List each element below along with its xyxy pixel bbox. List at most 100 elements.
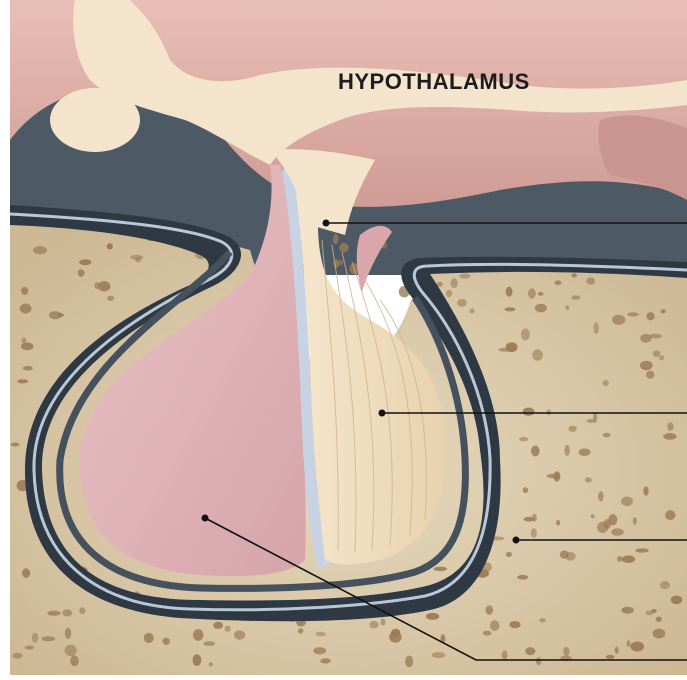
bone-pore <box>426 613 439 620</box>
bone-pore <box>506 287 513 297</box>
bone-pore <box>663 433 676 440</box>
optic-bulb <box>50 88 140 152</box>
bone-pore <box>594 322 599 334</box>
bone-pore <box>523 487 528 493</box>
bone-pore <box>598 491 603 501</box>
bone-pore <box>627 640 631 647</box>
bone-pore <box>564 445 569 456</box>
bone-pore <box>459 273 470 278</box>
bone-pore <box>565 552 576 561</box>
bone-pore <box>635 548 648 552</box>
bone-pore <box>585 477 592 482</box>
bone-pore <box>603 433 611 438</box>
bone-pore <box>381 619 386 626</box>
bone-pore <box>203 641 215 646</box>
bone-pore <box>162 638 170 645</box>
bone-pore <box>135 257 141 262</box>
bone-pore <box>457 299 467 307</box>
bone-pore <box>521 328 530 340</box>
bone-pore <box>446 290 452 298</box>
bone-pore <box>209 662 213 666</box>
bone-pore <box>12 653 22 659</box>
bone-pore <box>535 304 547 313</box>
bone-pore <box>591 514 595 518</box>
bone-pore <box>20 304 32 314</box>
bone-pore <box>536 657 541 665</box>
bone-pore <box>405 656 413 668</box>
bone-pore <box>646 312 654 320</box>
bone-pore <box>525 647 535 655</box>
bone-pore <box>315 632 326 637</box>
bone-pore <box>504 307 515 311</box>
bone-pore <box>470 308 475 313</box>
bone-pore <box>671 596 683 605</box>
bone-pore <box>532 349 543 360</box>
bone-pore <box>538 292 544 296</box>
bone-pore <box>193 654 202 666</box>
bone-pore <box>298 628 304 633</box>
bone-pore <box>47 611 61 616</box>
bone-pore <box>586 277 595 284</box>
bone-pore <box>524 517 535 522</box>
bone-pore <box>79 259 91 265</box>
bone-pore <box>506 342 518 352</box>
bone-pore <box>483 631 492 636</box>
bone-pore <box>65 628 71 639</box>
bone-pore <box>653 629 666 639</box>
bone-pore <box>665 510 675 520</box>
bone-pore <box>656 617 662 622</box>
bone-pore <box>565 305 569 310</box>
bone-pore <box>17 379 28 383</box>
bone-pore <box>643 486 648 495</box>
bone-pore <box>32 633 38 643</box>
bone-pore <box>434 567 447 572</box>
bone-pore <box>22 568 30 578</box>
bone-pore <box>78 269 85 276</box>
bone-pore <box>213 622 223 629</box>
bone-pore <box>94 282 100 289</box>
bone-pore <box>621 497 633 507</box>
bone-pore <box>531 528 537 538</box>
bone-pore <box>502 651 508 660</box>
bone-pore <box>661 309 666 313</box>
bone-pore <box>519 437 528 442</box>
bone-pore <box>611 528 624 535</box>
bone-pore <box>603 380 609 386</box>
bone-pore <box>633 517 637 525</box>
bone-pore <box>556 520 560 526</box>
bone-pore <box>615 647 619 654</box>
bone-pore <box>225 626 231 632</box>
bone-pore <box>391 629 400 637</box>
bone-pore <box>649 334 662 339</box>
bone-pore <box>42 636 56 641</box>
bone-pore <box>547 474 561 479</box>
bone-pore <box>79 607 85 614</box>
bone-pore <box>506 552 512 557</box>
bone-pore <box>432 652 446 658</box>
bone-pore <box>555 280 562 285</box>
bone-pore <box>539 618 546 622</box>
bone-pore <box>49 311 62 319</box>
bone-pore <box>11 443 20 447</box>
bone-pore <box>531 446 539 457</box>
bone-pore <box>667 422 673 430</box>
bone-pore <box>646 371 654 379</box>
bone-pore <box>144 633 154 643</box>
bone-pore <box>563 647 569 656</box>
bone-pore <box>597 522 608 533</box>
bone-pore <box>612 315 625 325</box>
bone-pore <box>21 287 28 295</box>
bone-pore <box>653 350 661 357</box>
bone-pore <box>369 621 378 628</box>
bone-pore <box>107 243 113 249</box>
bone-pore <box>65 645 77 656</box>
bone-pore <box>450 278 457 288</box>
bone-pore <box>640 334 651 343</box>
bone-pore <box>23 366 33 371</box>
bone-pore <box>660 581 670 589</box>
bone-pore <box>568 426 576 432</box>
bone-pore <box>107 296 114 301</box>
bone-pore <box>21 343 34 351</box>
bone-pore <box>486 605 494 614</box>
